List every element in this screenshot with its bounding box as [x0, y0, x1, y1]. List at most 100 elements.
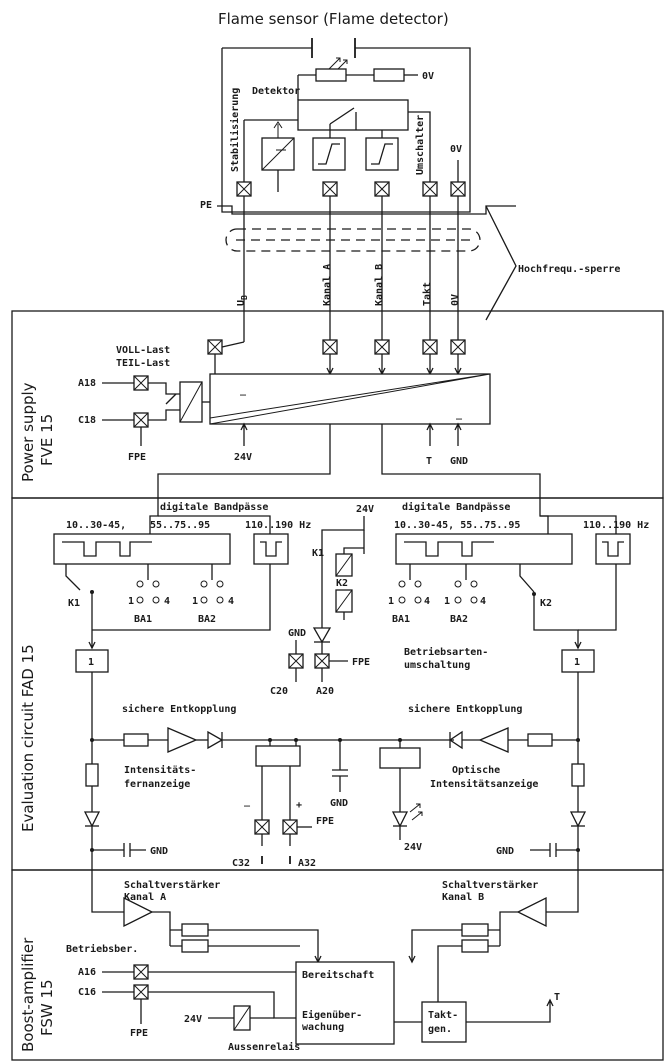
- range-left-c: 110..190 Hz: [245, 520, 311, 531]
- sv-b-1: Schaltverstärker: [442, 880, 538, 891]
- amp-b: [516, 896, 547, 928]
- entkopplung-right-label: sichere Entkopplung: [408, 703, 522, 715]
- kanal-b-label: Kanal B: [374, 264, 385, 306]
- range-left-b: 55..75..95: [150, 520, 210, 531]
- readiness-block: [295, 961, 395, 1045]
- ba2-left-label: BA2: [198, 614, 216, 625]
- sw4-right-a: 4: [424, 596, 430, 607]
- mid-minus: _: [244, 796, 251, 807]
- ps-24v-label: 24V: [234, 452, 252, 463]
- c32-label: C32: [232, 858, 250, 869]
- a32-label: A32: [298, 858, 316, 869]
- intensitaet-fern-2: fernanzeige: [124, 778, 190, 790]
- power-supply-label: Power supply: [19, 382, 37, 482]
- intensitaet-fern-1: Intensitäts-: [124, 764, 196, 776]
- diagram-title: Flame sensor (Flame detector): [218, 10, 449, 28]
- power-supply-terminals: [207, 339, 466, 355]
- gnd-left-label: GND: [150, 846, 168, 857]
- sw1-left-a: 1: [128, 596, 134, 607]
- ps-fpe-label: FPE: [128, 452, 146, 463]
- ps-gnd-label: GND: [450, 456, 468, 467]
- k2-right-label: K2: [540, 598, 552, 609]
- optische-1: Optische: [452, 764, 500, 776]
- ub-label: UB: [236, 295, 249, 306]
- amp-a: [123, 896, 154, 928]
- takt-label: Takt: [422, 282, 433, 306]
- k1-left-label: K1: [68, 598, 80, 609]
- detektor-label: Detektor: [252, 86, 300, 97]
- cable-0v-label: 0V: [450, 294, 461, 306]
- boost-fpe-label: FPE: [130, 1028, 148, 1039]
- a16-label: A16: [78, 967, 96, 978]
- eigen-2: wachung: [302, 1022, 344, 1033]
- kanal-a-label: Kanal A: [322, 264, 333, 306]
- flame-sensor: 0V Detektor Stabilisierung Umschalter 0V: [221, 38, 471, 213]
- bandpass-left-box: [53, 533, 231, 565]
- sw1-left-b: 1: [192, 596, 198, 607]
- mid-plus: +: [296, 800, 302, 811]
- betriebsber-label: Betriebsber.: [66, 943, 138, 955]
- ba2-right-label: BA2: [450, 614, 468, 625]
- c18-label: C18: [78, 415, 96, 426]
- hf-sperre-label: Hochfrequ.-sperre: [518, 264, 620, 275]
- gnd-right-label: GND: [496, 846, 514, 857]
- ba1-left-label: BA1: [134, 614, 152, 625]
- clock-generator: [421, 1001, 467, 1043]
- bereitschaft-label: Bereitschaft: [302, 969, 374, 981]
- ps-t-label: T: [426, 456, 432, 467]
- betriebsarten-label: Betriebsarten-: [404, 646, 488, 658]
- ba1-right-label: BA1: [392, 614, 410, 625]
- eval-gnd-label: GND: [288, 628, 306, 639]
- sw1-right-a: 1: [388, 596, 394, 607]
- range-right-c: 110..190 Hz: [583, 520, 649, 531]
- sv-b-2: Kanal B: [442, 892, 484, 903]
- a18-label: A18: [78, 378, 96, 389]
- bandpass-left-hi: [253, 533, 289, 565]
- range-right-a: 10..30-45, 55..75..95: [394, 520, 520, 531]
- a20-label: A20: [316, 686, 334, 697]
- bandpass-right-box: [395, 533, 573, 565]
- eigen-1: Eigenüber-: [302, 1009, 362, 1021]
- bandpass-right-hi: [595, 533, 631, 565]
- ps-minus-right: _: [456, 409, 463, 420]
- sensor-0v: 0V: [422, 71, 434, 82]
- or-right-label: 1: [574, 657, 580, 668]
- takt-gen-1: Takt-: [428, 1010, 458, 1021]
- optische-2: Intensitätsanzeige: [430, 778, 538, 790]
- voll-last-label: VOLL-Last: [116, 345, 170, 356]
- remote-indicator-box: [255, 745, 301, 767]
- c20-label: C20: [270, 686, 288, 697]
- led-24v-label: 24V: [404, 842, 422, 853]
- stabilisierung-label: Stabilisierung: [229, 88, 241, 172]
- c16-label: C16: [78, 987, 96, 998]
- boost-24v-label: 24V: [184, 1014, 202, 1025]
- relay-k1-label: K1: [312, 548, 324, 559]
- boost-frame: [11, 869, 664, 1061]
- mid-fpe-label: FPE: [316, 816, 334, 827]
- sw4-left-a: 4: [164, 596, 170, 607]
- boost-t-label: T: [554, 992, 560, 1003]
- boost-model: FSW 15: [38, 979, 56, 1036]
- relay-24v-label: 24V: [356, 504, 374, 515]
- pe-label: PE: [200, 200, 212, 211]
- takt-gen-2: gen.: [428, 1024, 452, 1035]
- cable-wires: [243, 192, 459, 342]
- sensor-terminals: [236, 181, 466, 197]
- sensor-0v-right: 0V: [450, 144, 462, 155]
- ausserelais-label: Aussenrelais: [228, 1041, 300, 1053]
- bandpass-right-label: digitale Bandpässe: [402, 501, 510, 513]
- or-left-label: 1: [88, 657, 94, 668]
- sv-a-2: Kanal A: [124, 892, 166, 903]
- gnd-mid-label: GND: [330, 798, 348, 809]
- evaluation-label: Evaluation circuit FAD 15: [19, 644, 37, 832]
- sw4-right-b: 4: [480, 596, 486, 607]
- eval-fpe-label: FPE: [352, 657, 370, 668]
- sw4-left-b: 4: [228, 596, 234, 607]
- relay-k2-label: K2: [336, 578, 348, 589]
- entkopplung-left-label: sichere Entkopplung: [122, 703, 236, 715]
- power-supply-model: FVE 15: [38, 414, 56, 466]
- bandpass-left-label: digitale Bandpässe: [160, 501, 268, 513]
- optical-indicator-box: [379, 747, 421, 769]
- boost-label: Boost-amplifier: [19, 937, 37, 1052]
